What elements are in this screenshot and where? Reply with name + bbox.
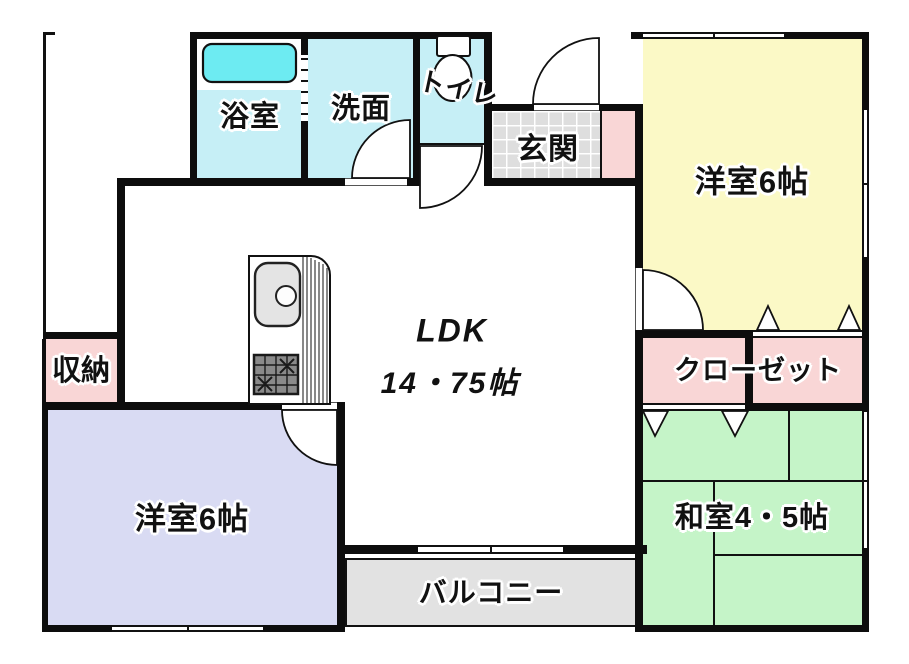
site-boundary-line <box>43 32 46 332</box>
wall <box>563 545 647 554</box>
wall <box>117 178 125 410</box>
wall <box>190 32 492 39</box>
wall <box>638 625 869 632</box>
wall <box>43 332 125 339</box>
bath-tub-area <box>197 39 301 90</box>
wall <box>635 104 643 268</box>
room-label-balcony: バルコニー <box>418 577 564 608</box>
room-label-closet: クローゼット <box>674 355 842 386</box>
wall <box>784 32 868 39</box>
wall <box>631 32 643 39</box>
wall <box>407 178 420 186</box>
room-japanese <box>643 411 862 625</box>
wall <box>484 178 643 186</box>
stove-icon <box>252 353 300 396</box>
wall <box>301 121 308 178</box>
wall <box>263 625 345 632</box>
wall <box>745 330 753 411</box>
closet-door-line <box>753 330 862 338</box>
room-bath <box>197 90 301 178</box>
wall <box>43 625 112 632</box>
room-label-ldk: LDK <box>416 312 488 349</box>
wall <box>43 402 282 410</box>
room-label-japanese: 和室4・5帖 <box>674 502 830 534</box>
window-double-line <box>418 545 563 554</box>
wall <box>862 32 869 110</box>
entrance-shoe-cabinet <box>602 111 635 178</box>
window-double-line <box>643 32 784 39</box>
balcony-area <box>345 558 638 627</box>
window-double-line <box>112 625 263 632</box>
wall <box>635 330 753 338</box>
window-double-line <box>862 110 869 257</box>
wall <box>117 178 345 186</box>
door-swing-arc <box>532 37 600 105</box>
door-threshold <box>345 178 407 186</box>
tatami-line <box>788 411 790 481</box>
room-label-ldk-size: 14・75帖 <box>380 367 520 400</box>
site-boundary-tick <box>43 32 55 35</box>
wall <box>635 330 643 632</box>
kitchen-sink-icon <box>253 261 302 328</box>
tatami-line <box>713 554 862 556</box>
room-label-washroom: 洗面 <box>330 93 392 125</box>
room-label-bath: 浴室 <box>219 101 281 133</box>
wall <box>42 402 48 632</box>
door-threshold <box>534 104 599 111</box>
wall <box>484 104 534 111</box>
room-entrance <box>492 111 600 178</box>
kitchen-counter <box>248 255 331 405</box>
closet-door-line <box>643 403 745 411</box>
toilet-front-line <box>420 143 484 145</box>
window-double-line <box>862 412 869 548</box>
wall <box>862 548 869 632</box>
closet-right-section <box>753 338 862 403</box>
door-swing-arc <box>419 145 483 209</box>
entrance-cabinet-divider <box>600 111 602 178</box>
wall <box>190 32 197 186</box>
wall <box>337 545 418 554</box>
door-threshold <box>635 268 643 330</box>
wall <box>337 402 345 632</box>
wall <box>42 339 46 402</box>
room-label-western-south: 洋室6帖 <box>134 501 250 537</box>
wall <box>862 257 869 412</box>
room-storage <box>46 339 117 402</box>
room-label-western-north: 洋室6帖 <box>694 164 810 200</box>
tatami-line <box>643 480 862 482</box>
tatami-line <box>713 481 715 625</box>
wall <box>301 38 308 55</box>
folding-door-ticks <box>301 55 308 121</box>
door-threshold <box>282 402 337 410</box>
closet-left-section <box>643 338 745 403</box>
wall <box>413 38 420 178</box>
room-label-entrance: 玄関 <box>517 133 579 166</box>
wall <box>745 403 869 411</box>
room-label-storage: 収納 <box>51 355 111 387</box>
wall <box>599 104 643 111</box>
